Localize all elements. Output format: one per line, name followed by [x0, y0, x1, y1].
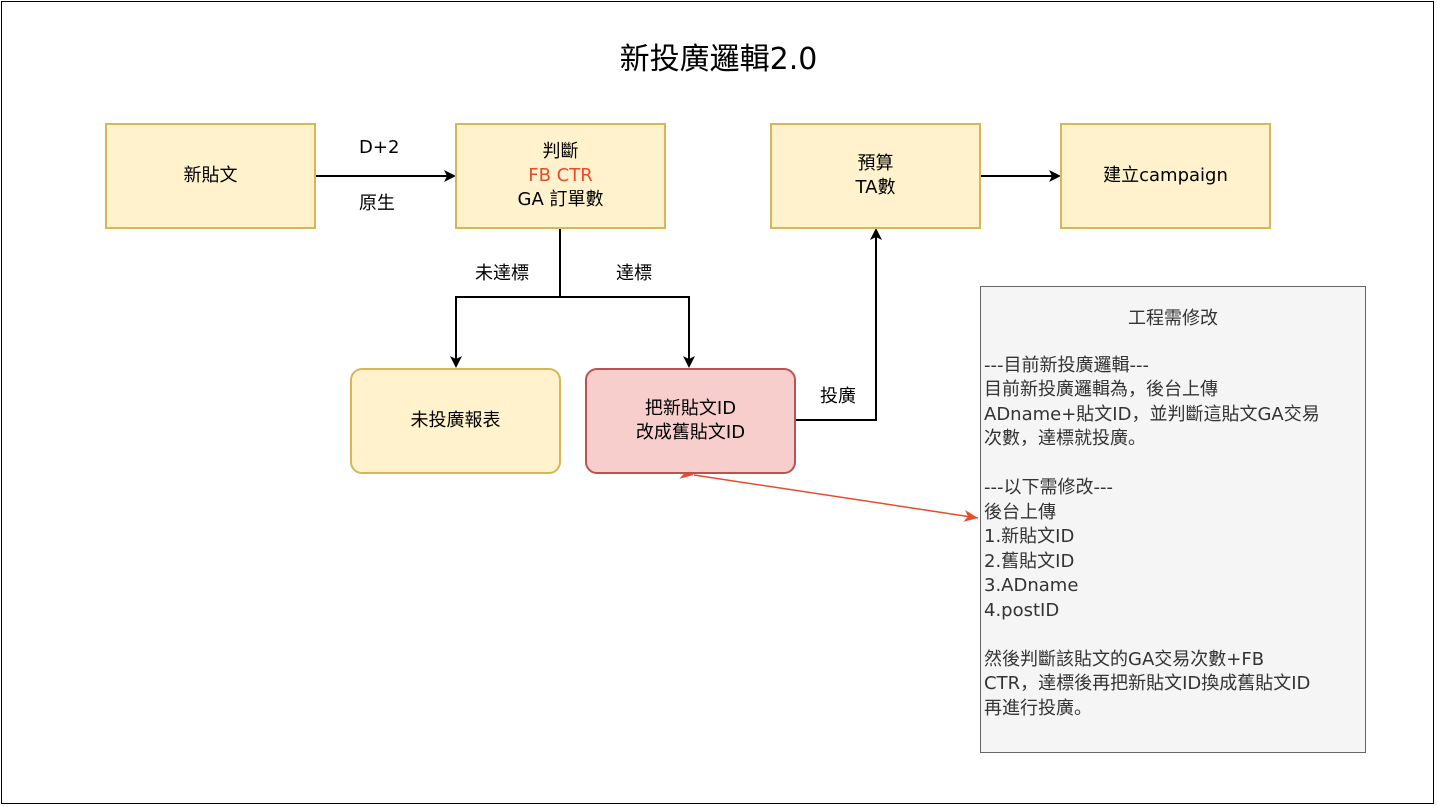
node-budget: 預算 TA數: [770, 123, 981, 229]
node-judge-line2: FB CTR: [528, 165, 593, 186]
edge-label-place-ad: 投廣: [820, 386, 856, 407]
node-judge-line1: 判斷: [542, 141, 579, 162]
note-line: 然後判斷該貼文的GA交易次數+FB: [984, 648, 1265, 670]
edge-label-not-met: 未達標: [475, 263, 529, 284]
note-line: 目前新投廣邏輯為，後台上傳: [984, 379, 1218, 400]
node-budget-line1: 預算: [857, 153, 894, 174]
note-line: ---目前新投廣邏輯---: [984, 354, 1149, 376]
node-replace-id-line2: 改成舊貼文ID: [635, 422, 746, 443]
node-unplaced-report-label: 未投廣報表: [410, 410, 501, 431]
node-create-campaign: 建立campaign: [1060, 123, 1271, 229]
node-create-campaign-label: 建立campaign: [1103, 165, 1228, 186]
note-line: 4.postID: [984, 599, 1060, 621]
node-replace-id-line1: 把新貼文ID: [644, 398, 737, 419]
edge-label-met: 達標: [616, 263, 652, 284]
arrow-judge-to-unplaced: [450, 229, 561, 368]
note-line: ADname+貼文ID，並判斷這貼文GA交易: [984, 403, 1320, 425]
edge-label-native: 原生: [359, 193, 395, 214]
node-judge-line3: GA 訂單數: [517, 189, 604, 210]
arrow-judge-to-replace: [560, 296, 695, 368]
note-line: 次數，達標就投廣。: [984, 428, 1146, 449]
note-line: CTR，達標後再把新貼文ID換成舊貼文ID: [984, 673, 1311, 694]
node-replace-id: 把新貼文ID 改成舊貼文ID: [585, 368, 796, 474]
node-judge: 判斷 FB CTR GA 訂單數: [455, 123, 666, 229]
note-title: 工程需修改: [1128, 308, 1218, 329]
note-line: 後台上傳: [984, 501, 1056, 523]
edge-label-d-plus-2: D+2: [359, 137, 400, 158]
node-new-post: 新貼文: [105, 123, 316, 229]
note-line: 再進行投廣。: [984, 697, 1092, 719]
node-unplaced-report: 未投廣報表: [350, 368, 561, 474]
node-budget-line2: TA數: [855, 177, 896, 198]
node-new-post-label: 新貼文: [183, 165, 238, 186]
note-line: 3.ADname: [984, 575, 1079, 596]
note-line: [984, 623, 1362, 648]
note-line: 1.新貼文ID: [984, 526, 1075, 547]
note-line: 2.舊貼文ID: [984, 550, 1075, 572]
note-line: [984, 452, 1362, 477]
arrow-replace-to-budget: [796, 228, 882, 421]
link-replace-to-note: [679, 466, 979, 522]
diagram-title: 新投廣邏輯2.0: [619, 42, 818, 77]
engineering-note: 工程需修改 ---目前新投廣邏輯--- 目前新投廣邏輯為，後台上傳 ADname…: [980, 286, 1366, 753]
note-line: ---以下需修改---: [984, 477, 1113, 498]
